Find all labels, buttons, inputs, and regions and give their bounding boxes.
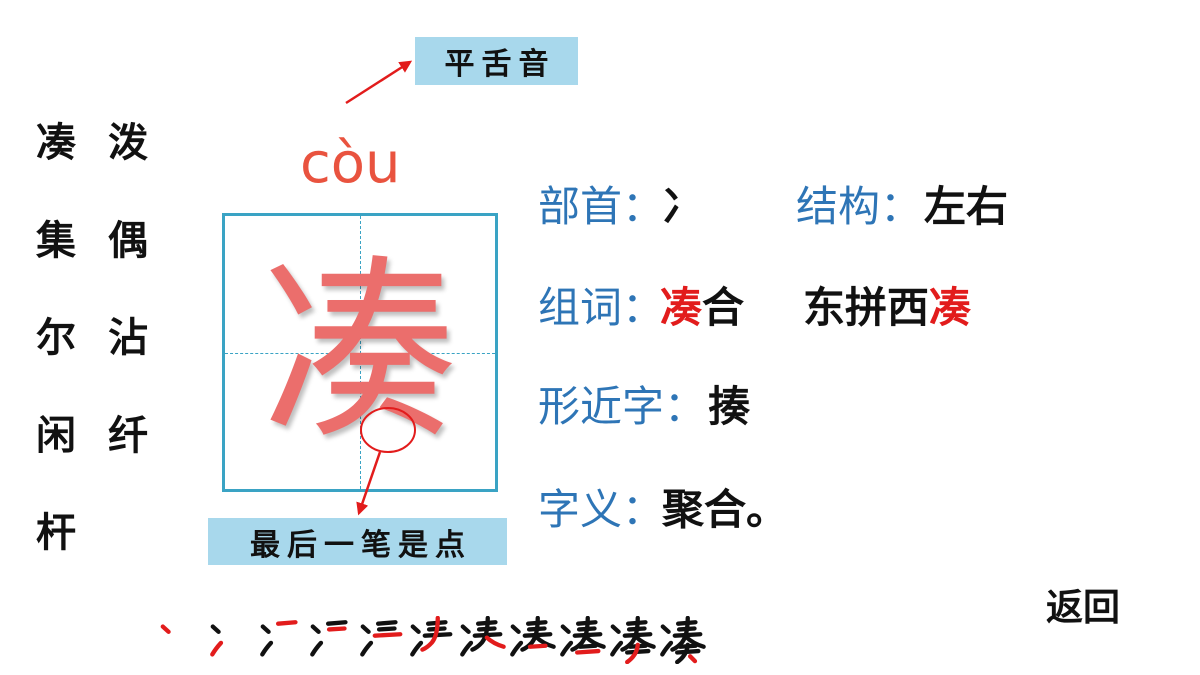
previous-stroke — [410, 640, 424, 657]
writing-grid: 凑 — [222, 213, 498, 492]
list-character[interactable]: 尔 — [36, 314, 76, 361]
previous-stroke — [510, 624, 521, 634]
stroke-step-3 — [260, 620, 298, 657]
meaning-label: 字义： — [538, 485, 665, 534]
list-character[interactable]: 沾 — [108, 314, 148, 361]
current-stroke — [688, 654, 698, 664]
previous-stroke — [360, 640, 374, 657]
previous-stroke — [210, 624, 221, 634]
stroke-order — [158, 616, 706, 664]
previous-stroke — [670, 616, 690, 652]
list-character[interactable]: 杆 — [36, 509, 76, 556]
structure-value: 左右 — [924, 182, 1009, 231]
words-label: 组词： — [538, 283, 665, 332]
current-stroke — [575, 648, 601, 655]
previous-stroke — [634, 635, 656, 649]
previous-stroke — [660, 640, 674, 657]
sound-type-callout: 平舌音 — [415, 37, 578, 85]
previous-stroke — [610, 640, 624, 657]
pinyin: còu — [300, 131, 401, 196]
word-2: 东拼西凑 — [803, 285, 971, 331]
current-stroke — [160, 624, 171, 634]
previous-stroke — [660, 624, 671, 634]
stroke-step-6 — [410, 616, 453, 657]
word-2-highlight: 凑 — [929, 283, 972, 332]
stroke-step-1 — [160, 624, 171, 634]
word-1: 凑合 — [660, 285, 744, 331]
current-stroke — [210, 640, 224, 657]
grid-horizontal-guide — [225, 352, 495, 354]
structure-label: 结构： — [796, 182, 923, 231]
stroke-step-4 — [310, 620, 348, 657]
list-character[interactable]: 偶 — [108, 216, 148, 264]
list-character[interactable]: 闲 — [36, 411, 76, 459]
stroke-step-7 — [460, 616, 506, 657]
current-stroke — [625, 642, 640, 664]
previous-stroke — [534, 635, 556, 649]
previous-stroke — [470, 616, 490, 652]
previous-stroke — [577, 643, 598, 649]
stroke-step-2 — [210, 624, 224, 657]
previous-stroke — [326, 620, 348, 626]
stroke-step-10 — [610, 616, 656, 664]
similar-character-value: 揍 — [708, 382, 751, 431]
previous-stroke — [376, 626, 397, 632]
word-1-rest: 合 — [702, 283, 745, 332]
list-character[interactable]: 凑 — [36, 119, 76, 166]
previous-stroke — [520, 616, 540, 652]
stroke-step-8 — [510, 616, 556, 657]
list-character[interactable]: 纤 — [108, 411, 148, 459]
previous-stroke — [310, 624, 321, 634]
previous-stroke — [610, 624, 621, 634]
previous-stroke — [376, 620, 398, 626]
previous-stroke — [675, 642, 690, 664]
stroke-step-11 — [660, 616, 706, 664]
character-list-column-2: 泼 偶 沾 纤 — [108, 121, 152, 511]
similar-character-label: 形近字： — [538, 382, 707, 431]
current-stroke — [326, 626, 347, 632]
return-button[interactable]: 返回 — [1046, 585, 1120, 629]
previous-stroke — [620, 616, 640, 652]
current-stroke — [276, 620, 298, 626]
previous-stroke — [584, 635, 606, 649]
previous-stroke — [560, 640, 574, 657]
list-character[interactable]: 集 — [36, 216, 76, 264]
previous-stroke — [460, 624, 471, 634]
previous-stroke — [684, 635, 706, 649]
radical-value: 冫 — [662, 182, 705, 231]
previous-stroke — [260, 640, 274, 657]
list-character[interactable]: 泼 — [108, 119, 148, 166]
word-2-rest: 东拼西 — [803, 283, 930, 332]
previous-stroke — [260, 624, 271, 634]
last-stroke-callout: 最后一笔是点 — [208, 518, 507, 565]
current-stroke — [484, 635, 506, 649]
sound-type-arrow — [345, 60, 413, 105]
previous-stroke — [560, 624, 571, 634]
current-stroke — [527, 643, 548, 649]
sound-type-text: 平舌音 — [444, 47, 556, 82]
current-stroke — [420, 616, 440, 652]
current-stroke — [372, 632, 403, 638]
meaning-value: 聚合。 — [662, 485, 789, 534]
character-list-column-1: 凑 集 尔 闲 杆 — [36, 121, 80, 609]
lesson-character-glyph: 凑 — [261, 238, 458, 467]
stroke-step-9 — [560, 616, 606, 657]
previous-stroke — [410, 624, 421, 634]
previous-stroke — [510, 640, 524, 657]
word-1-highlight: 凑 — [660, 283, 703, 332]
last-stroke-text: 最后一笔是点 — [250, 527, 472, 563]
previous-stroke — [570, 616, 590, 652]
radical-label: 部首： — [538, 182, 665, 231]
stroke-step-5 — [360, 620, 403, 657]
previous-stroke — [360, 624, 371, 634]
previous-stroke — [460, 640, 474, 657]
previous-stroke — [310, 640, 324, 657]
